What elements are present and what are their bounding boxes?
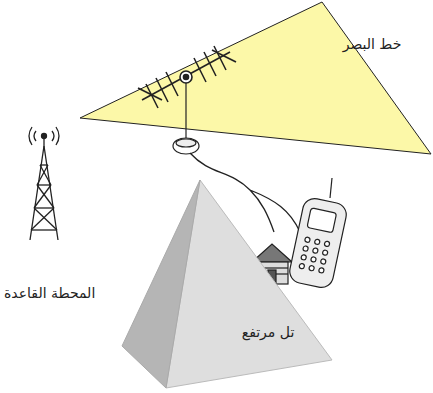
hill-outline: [118, 176, 336, 392]
hill-label: تل مرتفع: [242, 324, 295, 341]
line-of-sight-area: [80, 2, 431, 154]
base-station-label: المحطة القاعدة: [4, 285, 95, 302]
antenna-mount: [173, 78, 199, 154]
yagi-antenna: [138, 46, 236, 108]
line-of-sight-label: خط البصر: [343, 36, 402, 53]
hill-shape: تل مرتفع: [118, 176, 336, 392]
hill-side: [122, 180, 200, 388]
tower-symbol: [29, 127, 59, 240]
phone-symbol: [288, 178, 349, 290]
